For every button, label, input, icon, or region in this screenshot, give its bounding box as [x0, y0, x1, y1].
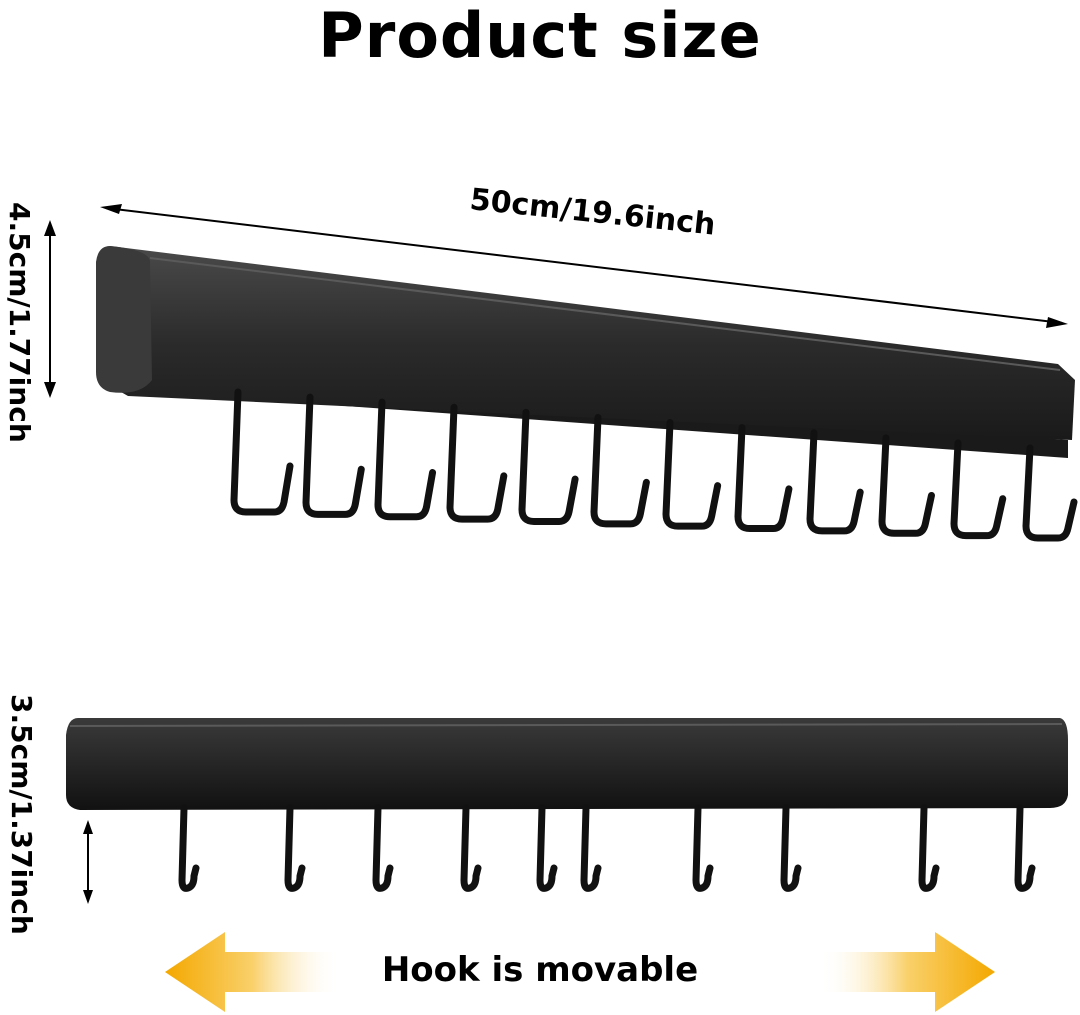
hook-icon [662, 419, 722, 530]
hook-icon [536, 804, 558, 892]
hook-icon [178, 804, 200, 892]
top-rack [96, 246, 1078, 542]
hook-icon [780, 804, 802, 892]
hook-icon [580, 804, 602, 892]
hook-icon [950, 439, 1007, 540]
hook-icon [692, 804, 714, 892]
hook-icon [374, 398, 437, 521]
length-dimension-arrow [100, 204, 1068, 328]
hook-icon [302, 393, 365, 518]
hook-icon [1022, 444, 1078, 542]
height-dimension-arrow-bottom [83, 820, 93, 904]
hook-icon [284, 804, 306, 892]
top-height-label: 4.5cm/1.77inch [3, 202, 36, 443]
height-dimension-arrow-top [44, 220, 56, 398]
hook-icon [230, 388, 294, 516]
hook-icon [734, 424, 793, 533]
hook-icon [590, 413, 650, 528]
hook-icon [518, 408, 579, 525]
hook-icon [918, 804, 940, 892]
hook-icon [446, 403, 508, 523]
hook-icon [460, 804, 482, 892]
bottom-height-label: 3.5cm/1.37inch [5, 694, 38, 935]
hook-icon [372, 804, 394, 892]
movable-label: Hook is movable [381, 950, 699, 990]
top-rack-hooks [230, 388, 1078, 542]
right-arrow-icon [820, 932, 995, 1012]
hook-icon [1014, 804, 1036, 892]
bottom-rack-hooks [178, 804, 1036, 892]
page-title: Product size [318, 0, 762, 72]
left-arrow-icon [165, 932, 340, 1012]
hook-icon [878, 434, 935, 537]
hook-icon [806, 429, 864, 535]
bottom-rack [66, 718, 1068, 892]
